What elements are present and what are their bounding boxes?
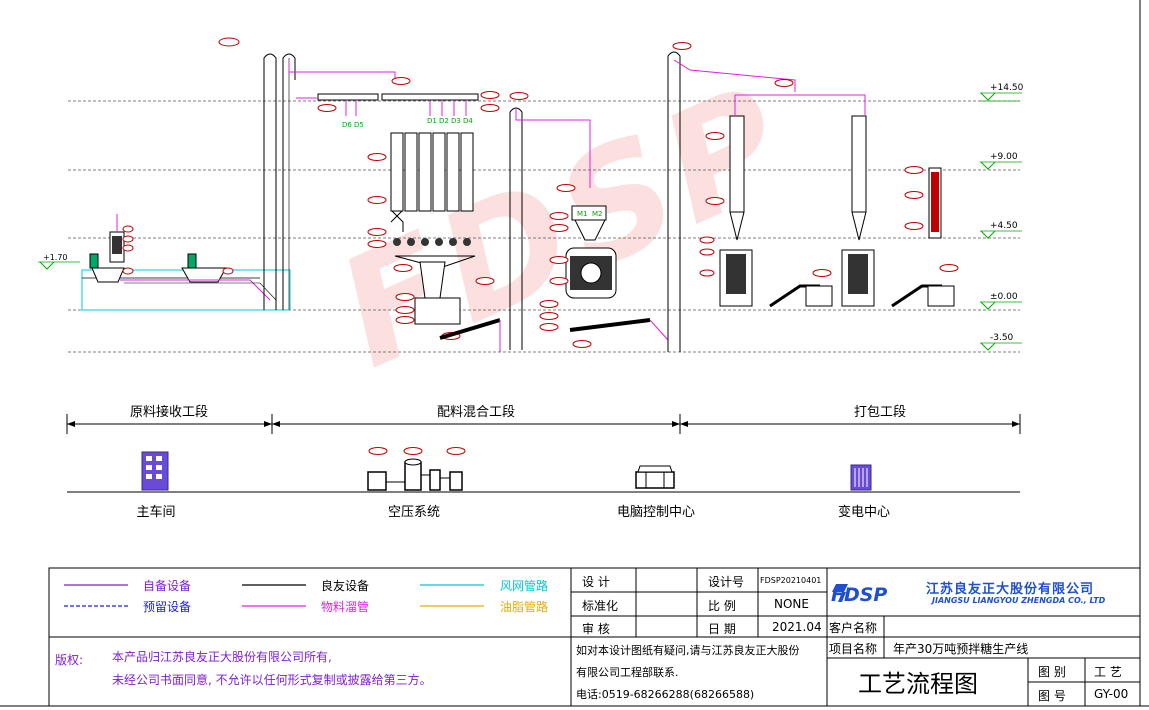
section-dimension-line <box>66 414 1021 434</box>
tb-phone: 电话:0519-68266288(68266588) <box>576 688 755 701</box>
legend-label-own-equipment: 自备设备 <box>143 579 192 593</box>
mixer-area: M1 M2 <box>539 184 669 348</box>
control-desk-icon <box>635 465 675 489</box>
transformer-icon <box>850 464 872 491</box>
copyright-label: 版权: <box>55 653 84 667</box>
level-label-minus350: -3.50 <box>990 333 1014 343</box>
bucket-elevator-mid <box>509 92 591 350</box>
valve-label-d4: D4 <box>463 117 473 125</box>
tb-number-label: 图 号 <box>1038 689 1066 703</box>
tb-category-value: 工 艺 <box>1094 665 1122 679</box>
top-screw-conveyors: D6 D5 D1 D2 D3 D4 <box>296 91 500 129</box>
legend-lines <box>64 584 484 607</box>
valve-label-d6: D6 <box>342 121 352 129</box>
tb-drawing-title: 工艺流程图 <box>858 670 978 698</box>
facility-label-main-workshop: 主车间 <box>136 504 175 520</box>
legend-label-grease-pipe: 油脂管路 <box>500 600 549 614</box>
tb-review-label: 审 核 <box>582 622 610 636</box>
tb-date-label: 日 期 <box>708 622 736 636</box>
facility-label-control-center: 电脑控制中心 <box>617 505 695 520</box>
level-marker-1450: +14.50 <box>980 83 1024 102</box>
level-marker-900: +9.00 <box>980 152 1022 170</box>
level-marker-170: +1.70 <box>38 253 80 270</box>
air-compressor-icon <box>367 447 466 491</box>
level-marker-000: ±0.00 <box>980 292 1022 310</box>
facility-label-substation: 变电中心 <box>838 504 890 520</box>
company-logo: FDSP <box>831 584 887 606</box>
legend-label-air-duct: 风网管路 <box>500 579 549 593</box>
level-label-000: ±0.00 <box>990 292 1018 302</box>
tb-category-label: 图 别 <box>1038 665 1066 679</box>
section-label-batching: 配料混合工段 <box>437 405 515 420</box>
legend-label-liangyou-equipment: 良友设备 <box>321 579 370 593</box>
level-marker-minus350: -3.50 <box>980 333 1022 351</box>
bucket-elevator-right <box>667 42 866 352</box>
tb-design-no-label: 设计号 <box>708 575 745 589</box>
tb-notice-line-2: 有限公司工程部联系. <box>576 666 679 679</box>
batching-bins <box>367 132 501 352</box>
packing-lines <box>699 115 959 308</box>
copyright-line-1: 本产品归江苏良友正大股份有限公司所有, <box>112 650 332 664</box>
level-label-170: +1.70 <box>43 253 68 262</box>
mixer-label-m2: M2 <box>592 210 603 218</box>
intake-pit-area <box>81 214 291 311</box>
tb-customer-label: 客户名称 <box>829 621 878 635</box>
level-label-900: +9.00 <box>990 152 1018 162</box>
tb-project-value: 年产30万吨预拌糖生产线 <box>893 642 1029 656</box>
bucket-elevator-left <box>218 37 411 310</box>
section-label-packing: 打包工段 <box>854 405 906 420</box>
valve-label-d1: D1 <box>427 117 437 125</box>
valve-label-d2: D2 <box>439 117 449 125</box>
tb-date-value: 2021.04 <box>772 620 822 634</box>
tb-design-label: 设 计 <box>582 575 610 589</box>
level-label-1450: +14.50 <box>990 83 1024 93</box>
tb-scale-value: NONE <box>774 597 809 611</box>
legend-label-reserved-equipment: 预留设备 <box>143 600 192 614</box>
elevation-lines <box>68 100 1020 353</box>
tb-project-label: 项目名称 <box>829 642 878 656</box>
facility-label-air-compressor: 空压系统 <box>388 505 440 520</box>
building-icon <box>141 451 169 491</box>
tb-design-no-value: FDSP20210401 <box>760 576 822 585</box>
valve-label-d3: D3 <box>451 117 461 125</box>
company-name-cn: 江苏良友正大股份有限公司 <box>926 582 1095 597</box>
valve-label-d5: D5 <box>354 121 364 129</box>
company-name-en: JIANGSU LIANGYOU ZHENGDA CO., LTD <box>932 596 1106 605</box>
level-label-450: +4.50 <box>990 221 1018 231</box>
legend-label-material-chute: 物料溜管 <box>321 600 370 614</box>
tb-standard-label: 标准化 <box>582 599 619 613</box>
level-marker-450: +4.50 <box>980 221 1022 239</box>
title-block-grid <box>48 567 1141 707</box>
tb-scale-label: 比 例 <box>708 599 736 613</box>
section-label-intake: 原料接收工段 <box>130 404 208 420</box>
mixer-label-m1: M1 <box>577 210 588 218</box>
tb-number-value: GY-00 <box>1094 687 1129 701</box>
copyright-line-2: 未经公司书面同意, 不允许以任何形式复制或披露给第三方。 <box>112 673 432 687</box>
company-logo-text: FDSP <box>831 584 887 606</box>
tb-notice-line-1: 如对本设计图纸有疑问,请与江苏良友正大股份 <box>576 644 800 657</box>
